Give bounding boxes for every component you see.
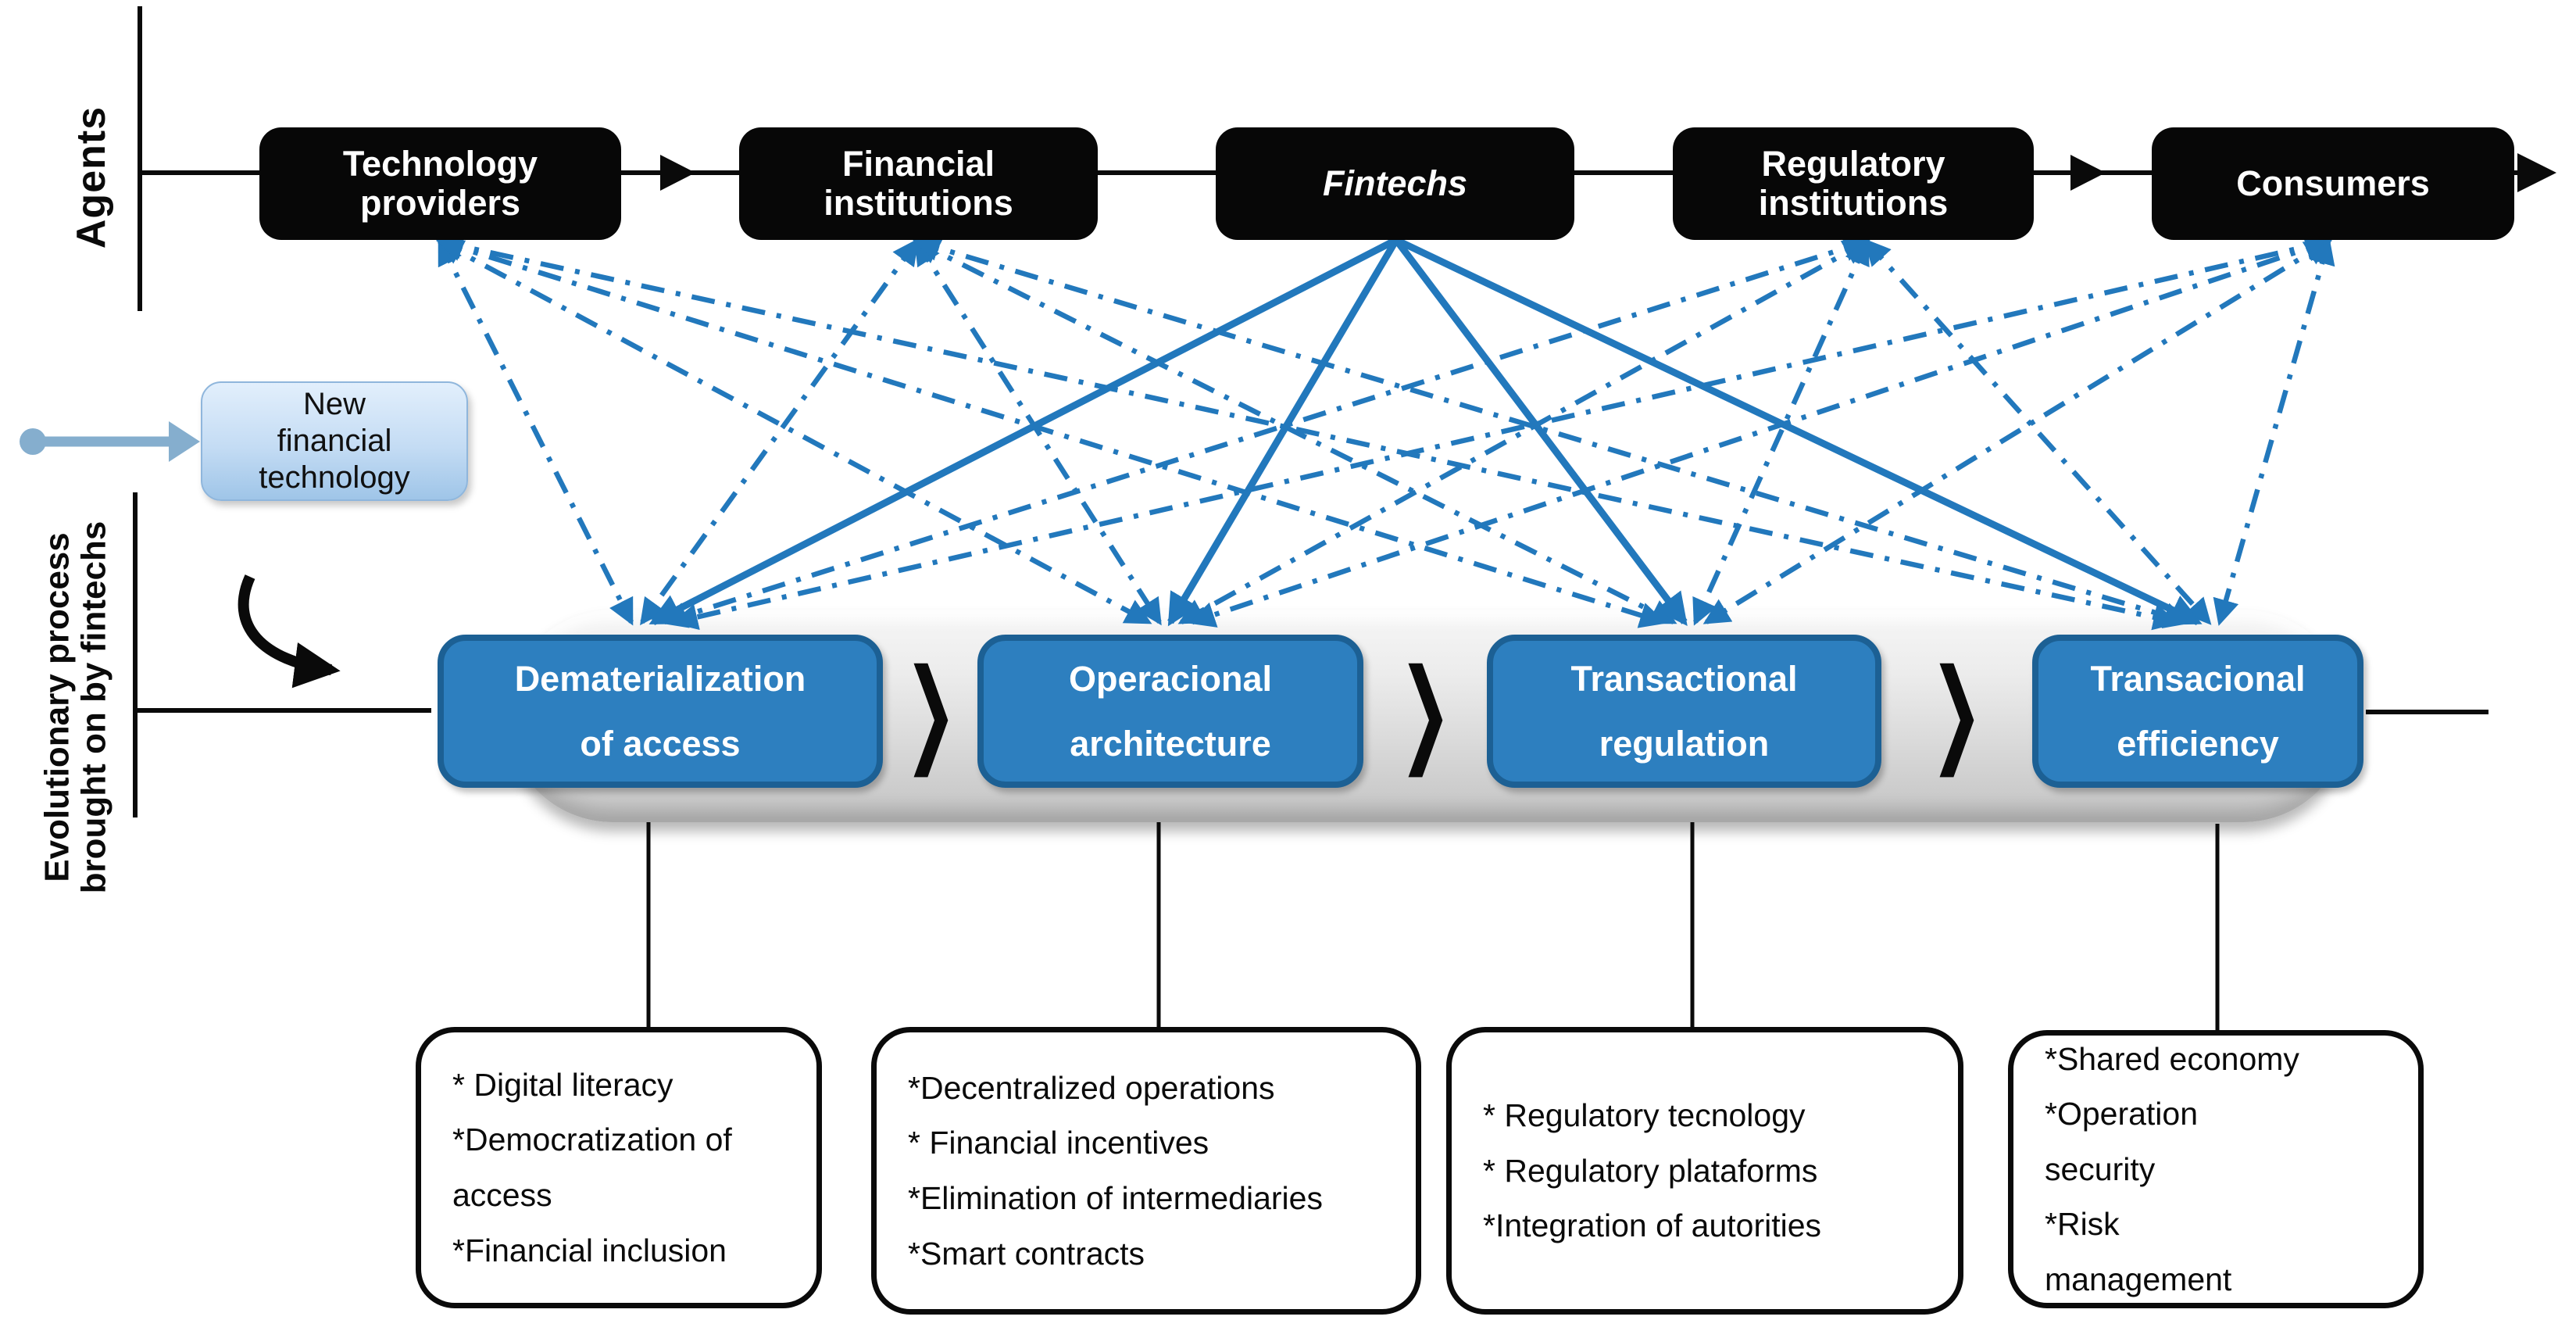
evolution-axis-label-line2: brought on by fintechs — [74, 521, 113, 894]
detail-item: *Shared economy — [2045, 1040, 2299, 1077]
detail-item: * Regulatory plataforms — [1483, 1152, 1818, 1189]
stage-label-line: architecture — [1070, 724, 1271, 764]
evolution-axis-label: Evolutionary process brought on by finte… — [38, 521, 113, 894]
stage-label-line: Operacional — [1068, 659, 1273, 699]
detail-item: *Risk management — [2045, 1206, 2232, 1297]
stage-label-line: of access — [580, 724, 741, 764]
detail-item: *Democratization of access — [452, 1122, 732, 1213]
detail-item: *Financial inclusion — [452, 1232, 727, 1268]
detail-item: *Integration of autorities — [1483, 1207, 1822, 1244]
stage-label-line: Dematerialization — [514, 659, 806, 699]
agent-regulatory-institutions: Regulatory institutions — [1673, 127, 2034, 240]
stage-label-line: regulation — [1599, 724, 1770, 764]
detail-box-transacional-efficiency: *Shared economy *Operation security *Ris… — [2008, 1030, 2424, 1308]
stage-operacional-architecture: Operacional architecture — [977, 635, 1363, 788]
chevron-right-icon: ❯ — [1399, 647, 1452, 775]
detail-box-transactional-regulation: * Regulatory tecnology * Regulatory plat… — [1446, 1027, 1963, 1315]
detail-item: * Financial incentives — [908, 1125, 1209, 1161]
solid-connections — [648, 236, 2203, 627]
chevron-right-icon: ❯ — [1930, 647, 1983, 775]
detail-item: *Smart contracts — [908, 1235, 1145, 1272]
new-financial-technology-box: New financial technology — [201, 381, 468, 501]
agent-technology-providers: Technology providers — [259, 127, 621, 240]
stage-label-line: Transacional — [2090, 659, 2306, 699]
detail-box-operacional: *Decentralized operations * Financial in… — [871, 1027, 1421, 1315]
stage-label-line: Transactional — [1570, 659, 1798, 699]
agent-consumers: Consumers — [2152, 127, 2514, 240]
detail-box-dematerialization: * Digital literacy *Democratization of a… — [416, 1027, 822, 1308]
agents-axis-label: Agents — [69, 106, 114, 249]
stage-label-line: efficiency — [2117, 724, 2279, 764]
stage-transacional-efficiency: Transacional efficiency — [2032, 635, 2363, 788]
detail-item: *Elimination of intermediaries — [908, 1180, 1323, 1216]
detail-item: * Regulatory tecnology — [1483, 1097, 1806, 1134]
dash-dot-connections — [436, 233, 2335, 631]
evolution-axis-label-line1: Evolutionary process — [38, 532, 77, 882]
stage-dematerialization-of-access: Dematerialization of access — [438, 635, 883, 788]
detail-item: *Operation security — [2045, 1096, 2199, 1187]
detail-item: * Digital literacy — [452, 1066, 673, 1103]
agent-financial-institutions: Financial institutions — [739, 127, 1098, 240]
new-financial-technology-label: New financial technology — [259, 386, 410, 495]
chevron-right-icon: ❯ — [904, 647, 957, 775]
agent-fintechs: Fintechs — [1216, 127, 1574, 240]
detail-item: *Decentralized operations — [908, 1069, 1275, 1106]
detail-stems — [646, 822, 2220, 1032]
stage-transactional-regulation: Transactional regulation — [1487, 635, 1881, 788]
curved-arrow — [238, 574, 341, 689]
new-technology-arrow — [20, 421, 200, 462]
